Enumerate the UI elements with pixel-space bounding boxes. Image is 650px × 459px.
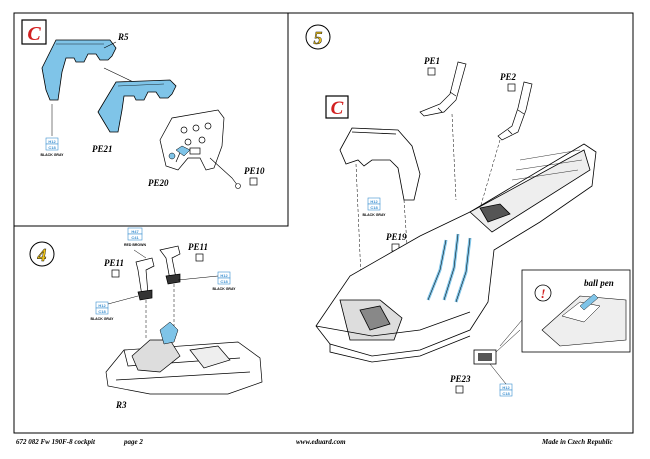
- footer-right: Made in Czech Republic: [542, 438, 613, 446]
- label-r5: R5: [117, 32, 129, 42]
- paint-code-c18-pe23: H12 C18: [499, 383, 513, 397]
- label-pe11-right: PE11: [188, 242, 208, 252]
- paint-code-c18-right: H12 C18 BLACK GRAY: [212, 271, 236, 291]
- svg-text:RED BROWN: RED BROWN: [124, 243, 146, 247]
- marker-c-top-text: C: [27, 23, 41, 45]
- step-4-badge: 4: [29, 241, 55, 267]
- svg-text:C41: C41: [131, 235, 139, 240]
- svg-text:H12: H12: [502, 385, 510, 390]
- label-pe10: PE10: [244, 166, 265, 176]
- svg-text:BLACK GRAY: BLACK GRAY: [212, 287, 236, 291]
- part-pe2-harness: [497, 81, 533, 141]
- label-pe1: PE1: [424, 56, 440, 66]
- svg-text:C18: C18: [220, 279, 228, 284]
- svg-text:C18: C18: [98, 309, 106, 314]
- footer-left: 672 082 Fw 190F-8 cockpit: [16, 438, 95, 446]
- label-pe23: PE23: [450, 374, 471, 384]
- svg-text:!: !: [540, 286, 545, 301]
- rudder-pedal-right: [159, 245, 181, 285]
- label-pe21: PE21: [92, 144, 113, 154]
- pe1-checkbox: [427, 67, 436, 76]
- pe2-checkbox: [507, 83, 516, 92]
- pe11-left-checkbox: [111, 269, 120, 278]
- pe20-blue-detail: [168, 145, 191, 160]
- label-pe11-left: PE11: [104, 258, 124, 268]
- ball-pen-badge: !: [534, 284, 552, 302]
- rudder-pedal-left: [135, 257, 155, 301]
- seat-harness-outline: [427, 233, 471, 303]
- label-ball-pen: ball pen: [584, 278, 614, 288]
- svg-text:H12: H12: [48, 139, 56, 144]
- svg-text:H12: H12: [220, 273, 228, 278]
- svg-text:4: 4: [37, 245, 47, 265]
- svg-text:BLACK GRAY: BLACK GRAY: [362, 213, 386, 217]
- svg-text:C: C: [331, 98, 344, 119]
- pe10-checkbox: [249, 177, 258, 186]
- paint-code-c18-left: H12 C18 BLACK GRAY: [90, 301, 114, 321]
- panel-c-detail: [13, 12, 289, 227]
- label-pe20: PE20: [148, 178, 169, 188]
- pe23-checkbox: [455, 385, 464, 394]
- svg-text:C18: C18: [48, 145, 56, 150]
- paint-code-c18-step5: H12 C18 BLACK GRAY: [362, 197, 386, 217]
- marker-c-step5: C: [325, 95, 349, 119]
- label-r3: R3: [115, 400, 127, 410]
- part-pe20-panel: [159, 109, 225, 171]
- svg-text:H47: H47: [131, 229, 139, 234]
- svg-text:C18: C18: [370, 205, 378, 210]
- marker-c-top: C: [21, 19, 47, 45]
- page-frame: [13, 12, 634, 434]
- r3-blue-detail: [159, 321, 179, 345]
- pe11-right-checkbox: [195, 253, 204, 262]
- part-r3-floor: [105, 339, 263, 395]
- svg-text:5: 5: [314, 28, 323, 48]
- paint-code-c41: H47 C41 RED BROWN: [124, 227, 146, 247]
- part-r5-frame: [41, 39, 117, 101]
- paint-code-c18-top: H12 C18 BLACK GRAY: [40, 137, 64, 157]
- part-pe21-frame: [97, 79, 177, 133]
- label-pe2: PE2: [500, 72, 517, 82]
- ball-pen-inset: [521, 269, 631, 353]
- footer-center: www.eduard.com: [296, 438, 346, 446]
- svg-text:BLACK GRAY: BLACK GRAY: [90, 317, 114, 321]
- part-pe1-harness: [419, 61, 467, 117]
- footer-page: page 2: [124, 438, 143, 446]
- svg-text:H12: H12: [370, 199, 378, 204]
- part-seat-frame: [339, 127, 421, 201]
- step-5-badge: 5: [305, 24, 331, 50]
- svg-text:BLACK GRAY: BLACK GRAY: [40, 153, 64, 157]
- svg-text:H12: H12: [98, 303, 106, 308]
- svg-text:C18: C18: [502, 391, 510, 396]
- label-pe19: PE19: [386, 232, 407, 242]
- part-pe23: [473, 349, 497, 365]
